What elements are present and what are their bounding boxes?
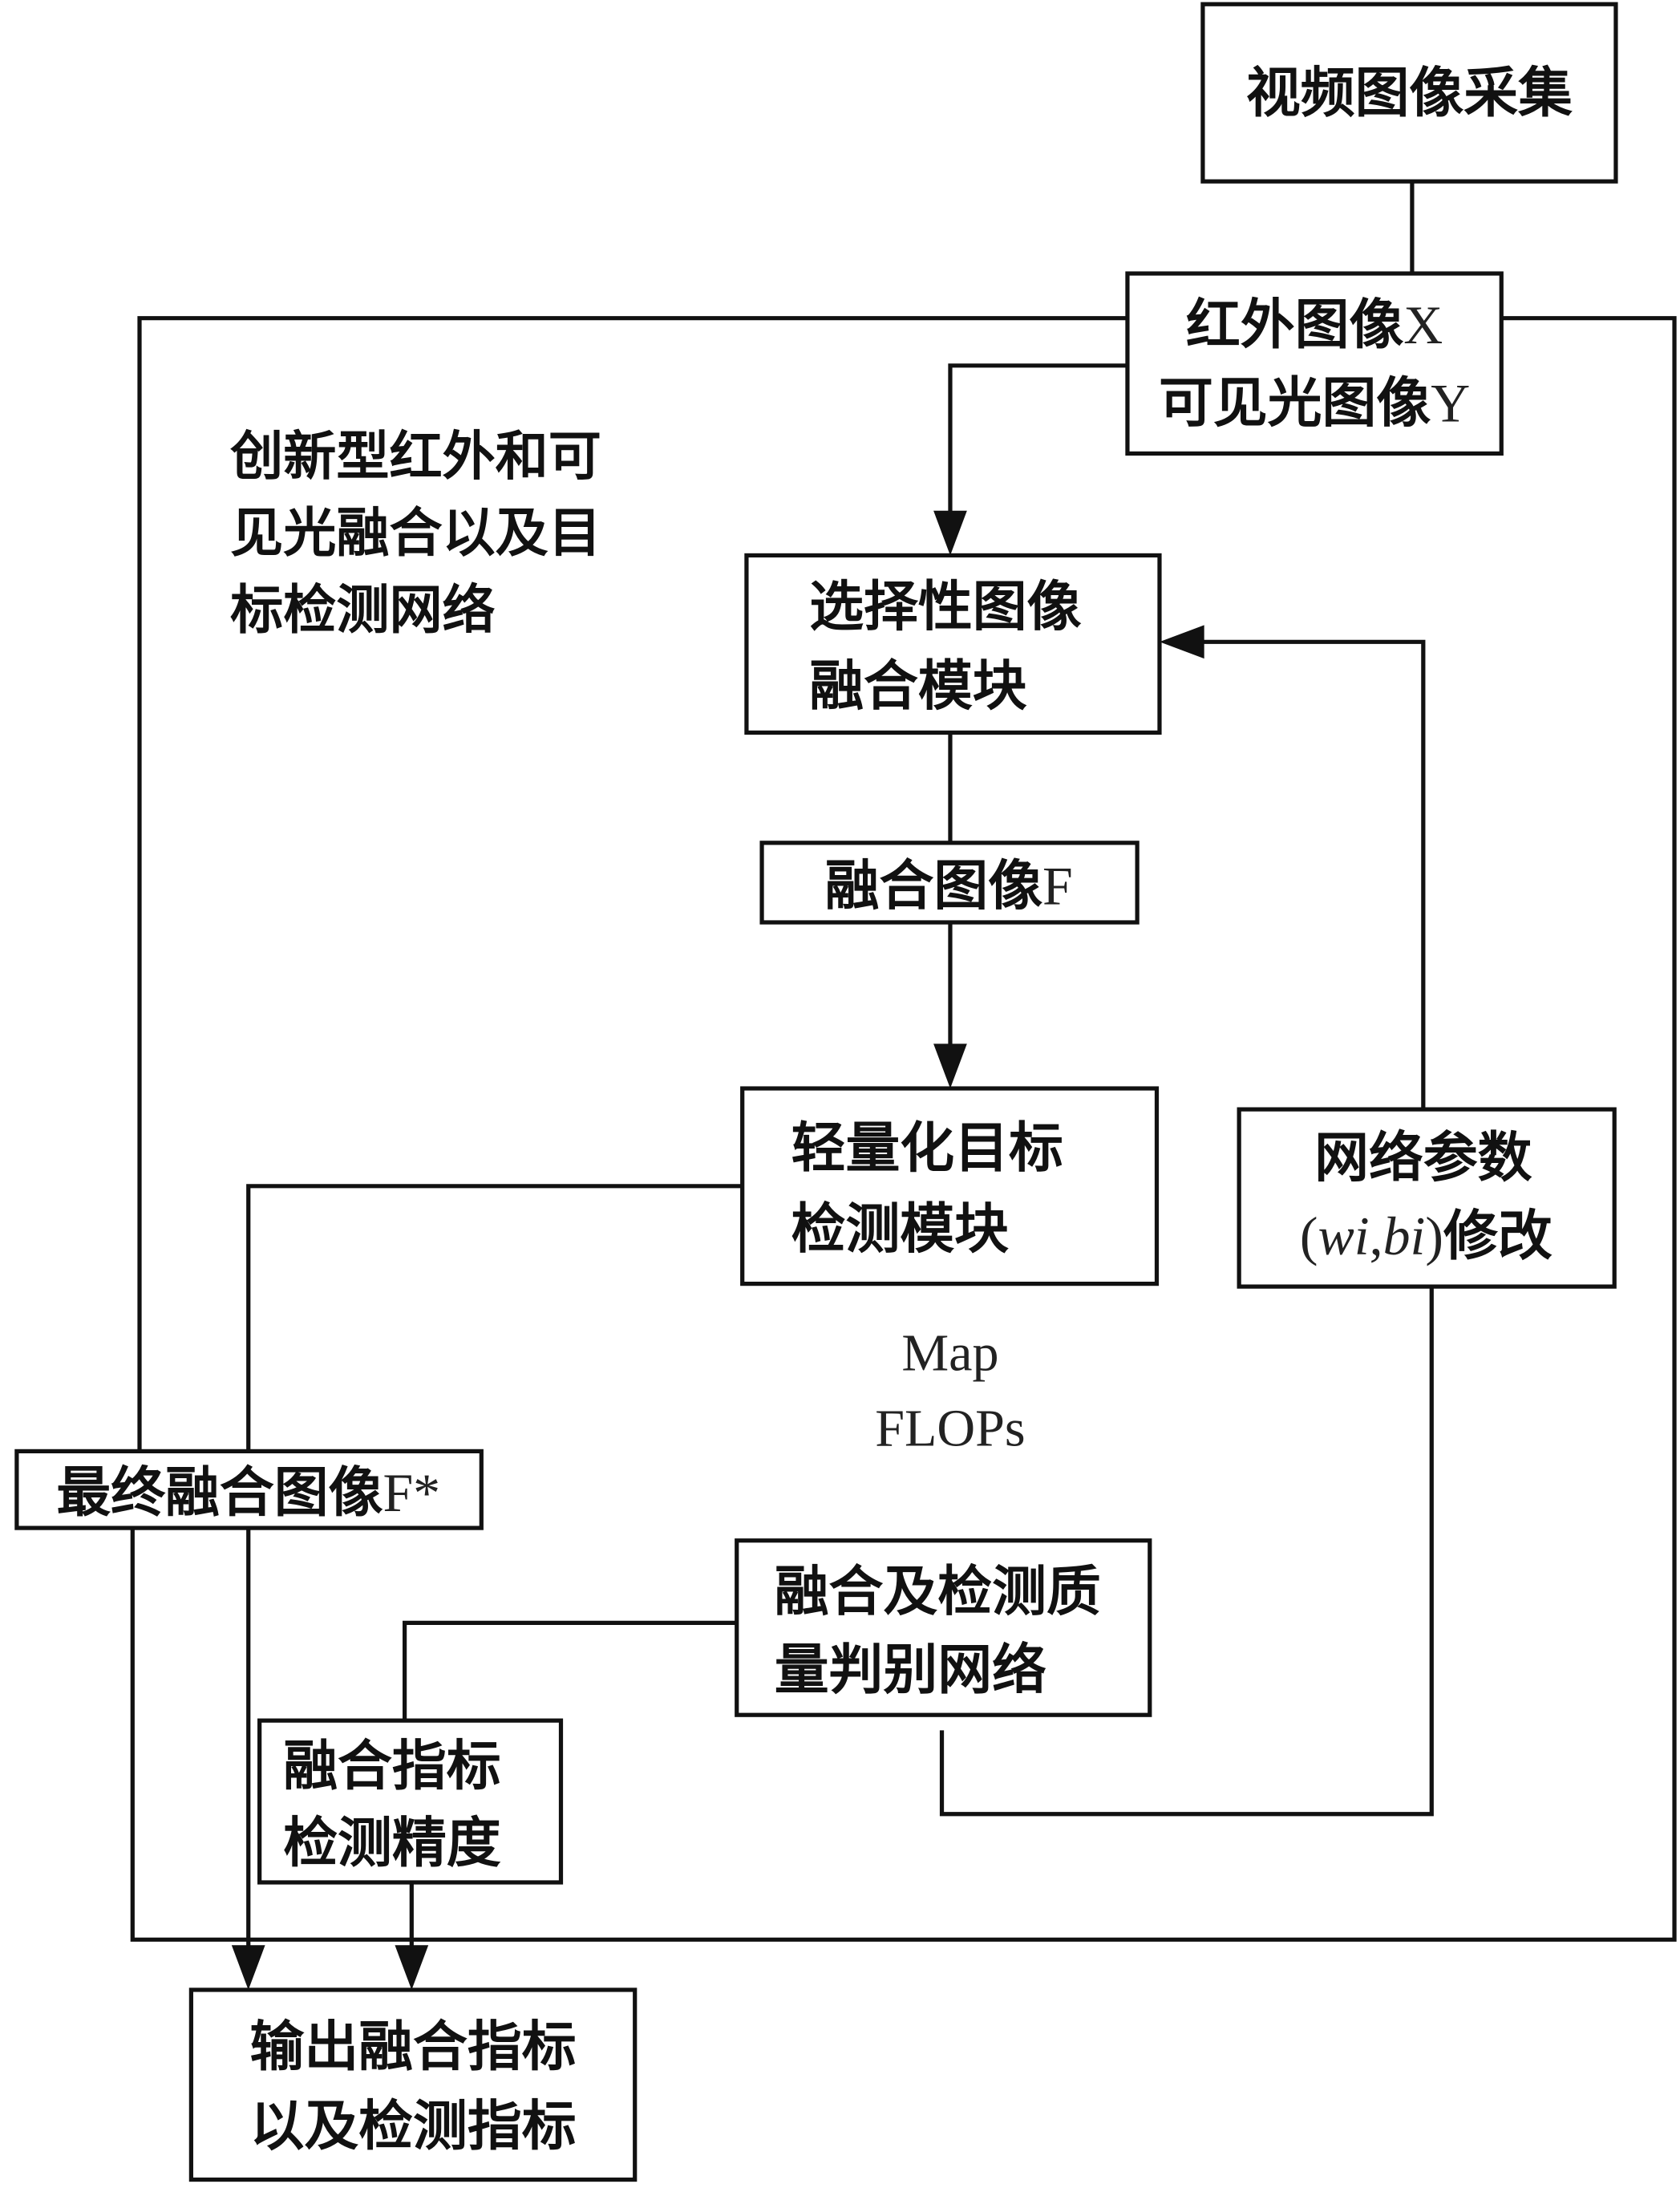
node-network-params-line-1: 网络参数 [1314,1126,1532,1190]
node-network-params-line-2: (wi,bi)修改 [1300,1204,1552,1268]
node-output-line-1: 输出融合指标 [250,2015,577,2079]
node-lightweight-detection: 轻量化目标 检测模块 [740,1086,1160,1286]
node-network-params: 网络参数 (wi,bi)修改 [1237,1107,1617,1289]
node-quality-discriminator-line-2: 量判别网络 [775,1638,1046,1702]
node-lightweight-detection-line-1: 轻量化目标 [791,1116,1063,1180]
node-selective-fusion-line-1: 选择性图像 [809,574,1081,638]
edge-discriminator-to-metrics [402,1620,737,1721]
edge-params-to-fusion [1196,639,1426,1110]
node-quality-discriminator: 融合及检测质 量判别网络 [735,1538,1152,1717]
arrowhead-down-icon [933,510,967,556]
title-note-line-1: 创新型红外和可 [230,425,601,488]
arrowhead-left-icon [1159,625,1204,659]
connectors [130,181,1677,1954]
node-final-fused-image: 最终融合图像F* [14,1449,484,1530]
arrowhead-down-icon [933,1043,967,1089]
node-input-images: 红外图像X 可见光图像Y [1125,271,1504,456]
edge-inputs-to-fusion [948,363,1127,520]
node-output: 输出融合指标 以及检测指标 [188,1987,638,2182]
arrowheads [231,510,1204,1990]
title-note-line-3: 标检测网络 [230,578,496,641]
edge-inputs-right-loop [130,316,1677,1942]
node-output-line-2: 以及检测指标 [250,2094,577,2158]
network-title-note: 创新型红外和可 见光融合以及目 标检测网络 [230,425,601,641]
node-selective-fusion-line-2: 融合模块 [809,654,1027,719]
arrowhead-down-icon [231,1945,265,1990]
edge-detection-to-final [246,1184,743,1452]
edge-inputs-left-loop [137,316,1127,1452]
flops-label: FLOPs [875,1399,1025,1457]
node-fused-image-label: 融合图像F [825,853,1073,918]
node-quality-discriminator-line-1: 融合及检测质 [775,1560,1101,1624]
node-metrics-line-2: 检测精度 [283,1811,501,1875]
node-input-images-line-1: 红外图像X [1186,293,1443,357]
map-flops-annotation: Map FLOPs [875,1323,1025,1457]
arrowhead-down-icon [395,1945,429,1990]
node-selective-fusion: 选择性图像 融合模块 [744,553,1162,735]
node-lightweight-detection-line-2: 检测模块 [791,1197,1010,1261]
node-metrics-line-1: 融合指标 [283,1734,500,1798]
node-input-images-line-2: 可见光图像Y [1159,371,1470,435]
map-label: Map [901,1323,998,1382]
node-metrics: 融合指标 检测精度 [257,1718,564,1885]
node-fused-image: 融合图像F [759,841,1140,925]
title-note-line-2: 见光融合以及目 [230,501,601,564]
node-final-fused-image-label: 最终融合图像F* [56,1461,440,1525]
edge-discriminator-to-params [939,1286,1434,1817]
node-video-capture-label: 视频图像采集 [1246,61,1573,125]
node-video-capture: 视频图像采集 [1200,2,1618,184]
